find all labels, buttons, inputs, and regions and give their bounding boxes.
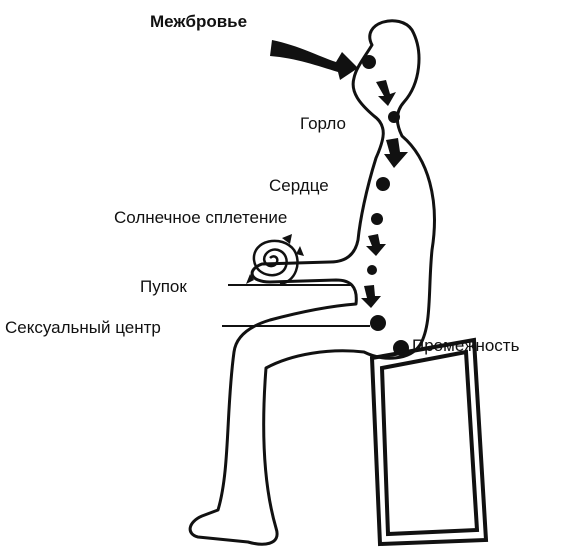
- down-arrow-4: [361, 285, 381, 308]
- label-throat: Горло: [300, 114, 346, 133]
- down-arrow-1: [376, 80, 396, 106]
- down-arrow-3: [366, 234, 386, 256]
- down-arrow-2: [384, 138, 408, 168]
- label-brow: Межбровье: [150, 12, 247, 31]
- heart-point: [376, 177, 390, 191]
- stool: [372, 340, 486, 544]
- throat-point: [388, 111, 400, 123]
- perineum-point: [393, 340, 409, 356]
- label-navel: Пупок: [140, 277, 187, 296]
- label-perineum: Промежность: [412, 336, 520, 355]
- brow-arrow: [270, 40, 358, 80]
- flow-arrows: [361, 80, 408, 308]
- label-sexual-center: Сексуальный центр: [5, 318, 161, 337]
- navel-point: [367, 265, 377, 275]
- brow-point: [362, 55, 376, 69]
- sexual-point: [370, 315, 386, 331]
- label-heart: Сердце: [269, 176, 329, 195]
- label-solar-plexus: Солнечное сплетение: [114, 208, 287, 227]
- solar-point: [371, 213, 383, 225]
- body-outline: [190, 21, 434, 544]
